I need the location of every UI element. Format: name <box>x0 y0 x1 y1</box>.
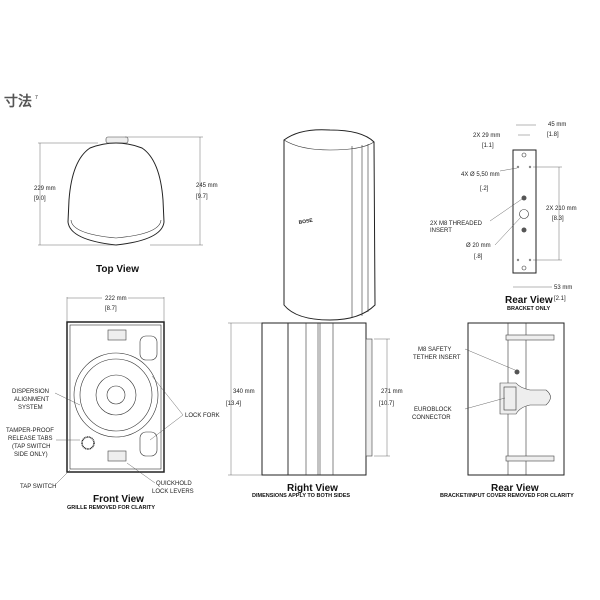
top-dim-left-in: [9.0] <box>34 196 46 202</box>
right-dim-271-in: [10.7] <box>379 401 394 407</box>
bracket-dim-45: 45 mm <box>548 122 566 128</box>
bracket-hole-in: [.2] <box>480 186 489 192</box>
label-quickhold-2: LOCK LEVERS <box>152 489 194 495</box>
front-dim-in: [8.7] <box>105 306 117 312</box>
rear-view: M8 SAFETY TETHER INSERT EUROBLOCK CONNEC… <box>412 322 574 499</box>
front-view-title: Front View <box>93 494 144 505</box>
bracket-rear-view: 45 mm [1.8] 2X 29 mm [1.1] 4X Ø 5,50 mm … <box>430 122 577 312</box>
front-dim: 222 mm <box>105 296 127 302</box>
label-tamper-4: SIDE ONLY) <box>14 452 48 458</box>
label-tamper-3: (TAP SWITCH <box>12 444 50 450</box>
rear-view-subtitle: BRACKET/INPUT COVER REMOVED FOR CLARITY <box>440 493 574 499</box>
label-dispersion-2: ALIGNMENT <box>14 397 49 403</box>
bracket-insert-line2: INSERT <box>430 228 452 234</box>
speaker-perspective: BOSE <box>283 129 376 321</box>
brand-logo: BOSE <box>298 217 314 225</box>
label-tamper-2: RELEASE TABS <box>8 436 52 442</box>
right-view-subtitle: DIMENSIONS APPLY TO BOTH SIDES <box>252 493 350 499</box>
bracket-dim-29-in: [1.1] <box>482 143 494 149</box>
right-dim-340: 340 mm <box>233 389 255 395</box>
bracket-dim-210-in: [8.3] <box>552 216 564 222</box>
bracket-dim-53-in: [2.1] <box>554 296 566 302</box>
bracket-dim-53: 53 mm <box>554 285 572 291</box>
bracket-dim-29: 2X 29 mm <box>473 133 500 139</box>
label-lock-fork: LOCK FORK <box>185 413 220 419</box>
right-dim-340-in: [13.4] <box>226 401 241 407</box>
top-dim-right-in: [9.7] <box>196 194 208 200</box>
label-tether-1: M8 SAFETY <box>418 347 451 353</box>
top-dim-left: 229 mm <box>34 186 56 192</box>
top-dim-right: 245 mm <box>196 183 218 189</box>
label-tap-switch: TAP SWITCH <box>20 484 56 490</box>
label-dispersion-3: SYSTEM <box>18 405 43 411</box>
label-euroblock-1: EUROBLOCK <box>414 407 452 413</box>
rear-view-title: Rear View <box>491 483 539 494</box>
label-tamper-1: TAMPER-PROOF <box>6 428 54 434</box>
label-tether-2: TETHER INSERT <box>413 355 461 361</box>
bracket-dia-in: [.8] <box>474 254 483 260</box>
heading: 寸法 <box>4 93 32 110</box>
front-view-subtitle: GRILLE REMOVED FOR CLARITY <box>67 505 155 511</box>
right-view: 340 mm [13.4] 271 mm [10.7] Right View D… <box>226 322 403 499</box>
right-dim-271: 271 mm <box>381 389 403 395</box>
top-view-title: Top View <box>96 264 139 275</box>
bracket-dia: Ø 20 mm <box>466 243 491 249</box>
bracket-insert-line1: 2X M8 THREADED <box>430 221 483 227</box>
bracket-dim-210: 2X 210 mm <box>546 206 577 212</box>
bracket-title: Rear View <box>505 295 553 306</box>
bracket-hole: 4X Ø 5,50 mm <box>461 172 500 178</box>
bracket-subtitle: BRACKET ONLY <box>507 306 551 312</box>
bracket-dim-45-in: [1.8] <box>547 132 559 138</box>
top-view: 229 mm [9.0] 245 mm [9.7] Top View <box>34 136 218 275</box>
label-euroblock-2: CONNECTOR <box>412 415 451 421</box>
label-dispersion-1: DISPERSION <box>12 389 49 395</box>
label-quickhold-1: QUICKHOLD <box>156 481 192 487</box>
front-view: 222 mm [8.7] DISPERSION ALIGNMENT SYSTEM… <box>6 296 220 511</box>
heading-footnote: 7 <box>35 95 38 101</box>
right-view-title: Right View <box>287 483 338 494</box>
